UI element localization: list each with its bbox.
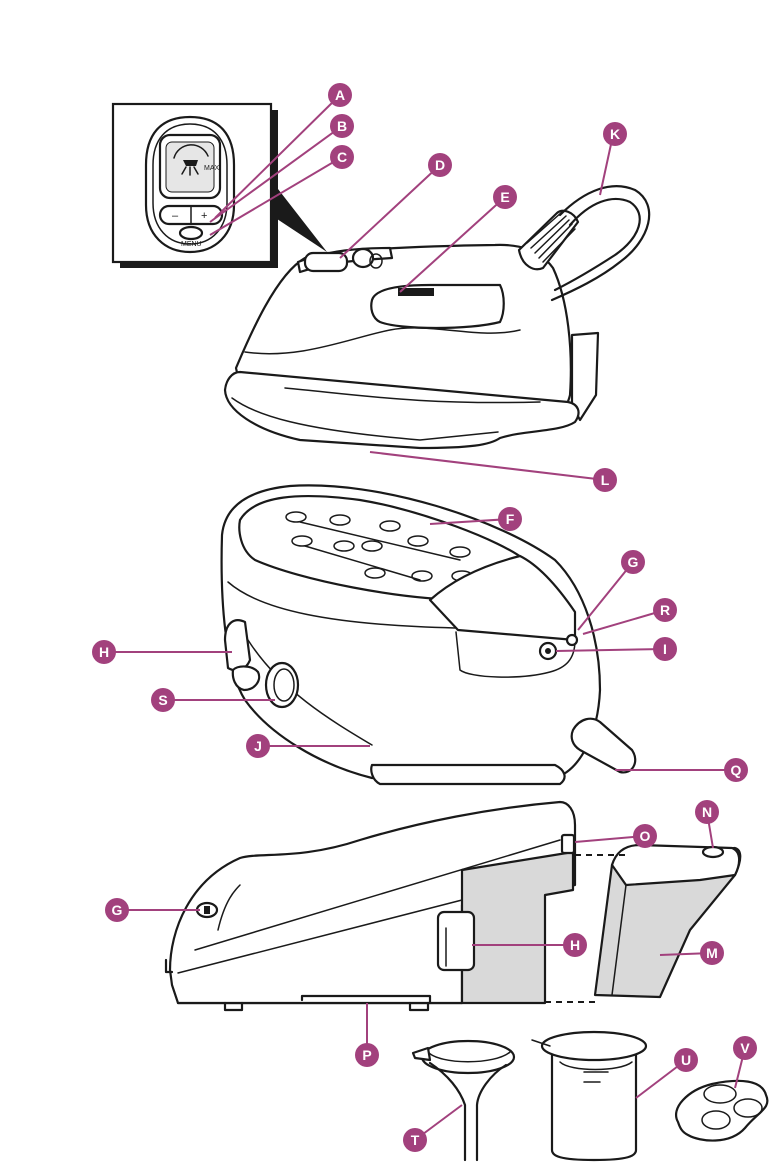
boiler-cap xyxy=(264,661,300,709)
steam-generator xyxy=(220,484,637,786)
callout-t: T xyxy=(403,1128,427,1152)
small-tray xyxy=(675,1079,769,1142)
svg-text:H: H xyxy=(99,644,109,660)
svg-text:M: M xyxy=(706,945,718,961)
svg-text:R: R xyxy=(660,602,670,618)
indicator-light xyxy=(565,633,579,647)
callout-n: N xyxy=(695,800,719,824)
svg-text:L: L xyxy=(601,472,610,488)
svg-text:G: G xyxy=(112,902,123,918)
inset-minus-label: – xyxy=(172,210,179,222)
svg-text:V: V xyxy=(740,1040,750,1056)
water-tank xyxy=(545,843,742,1003)
callout-e: E xyxy=(493,185,517,209)
callout-o: O xyxy=(633,824,657,848)
callout-c: C xyxy=(330,145,354,169)
callout-q: Q xyxy=(724,758,748,782)
callout-g-top: G xyxy=(621,550,645,574)
svg-text:E: E xyxy=(500,189,509,205)
tank-fill-hole xyxy=(701,845,725,859)
inset-plus-label: + xyxy=(201,210,207,222)
svg-text:A: A xyxy=(335,87,345,103)
svg-text:O: O xyxy=(640,828,651,844)
funnel xyxy=(411,1039,516,1162)
callout-h-top: H xyxy=(92,640,116,664)
tank-connector xyxy=(560,833,576,855)
callout-a: A xyxy=(328,83,352,107)
steam-trigger xyxy=(398,288,434,296)
max-label: MAX xyxy=(204,165,220,172)
svg-text:D: D xyxy=(435,157,445,173)
generator-side-view xyxy=(164,800,577,1012)
svg-text:N: N xyxy=(702,804,712,820)
svg-text:B: B xyxy=(337,118,347,134)
svg-text:J: J xyxy=(254,738,262,754)
callout-v: V xyxy=(733,1036,757,1060)
svg-text:Q: Q xyxy=(731,762,742,778)
zoom-pointer xyxy=(271,180,327,252)
measuring-jug xyxy=(531,1030,648,1162)
callout-h-bottom: H xyxy=(563,933,587,957)
tank-latch xyxy=(436,910,476,972)
svg-text:H: H xyxy=(570,937,580,953)
hose-outlet xyxy=(570,717,637,774)
inset-menu-label: MENU xyxy=(181,241,202,248)
cord-hook xyxy=(223,619,252,672)
callout-i: I xyxy=(653,637,677,661)
callout-b: B xyxy=(330,114,354,138)
callout-r: R xyxy=(653,598,677,622)
callout-l: L xyxy=(593,468,617,492)
inset-menu-button xyxy=(178,225,204,241)
callout-j: J xyxy=(246,734,270,758)
callout-p: P xyxy=(355,1043,379,1067)
iron-display xyxy=(303,251,349,273)
callout-badges: A B C D E K L F G R I H S J Q O N G H M … xyxy=(92,83,757,1152)
callout-f: F xyxy=(498,507,522,531)
svg-text:I: I xyxy=(663,641,667,657)
callout-d: D xyxy=(428,153,452,177)
callout-s: S xyxy=(151,688,175,712)
callout-m: M xyxy=(700,941,724,965)
callout-u: U xyxy=(674,1048,698,1072)
svg-text:S: S xyxy=(158,692,167,708)
steam-iron xyxy=(223,185,651,450)
svg-text:K: K xyxy=(610,126,620,142)
iron-dial xyxy=(351,247,375,269)
svg-text:G: G xyxy=(628,554,639,570)
cord-loop xyxy=(550,185,651,302)
callout-g-bottom: G xyxy=(105,898,129,922)
leader-lines xyxy=(104,94,746,1141)
control-panel-inset: MAX – + MENU xyxy=(111,102,278,268)
svg-text:T: T xyxy=(411,1132,420,1148)
callout-k: K xyxy=(603,122,627,146)
svg-text:P: P xyxy=(362,1047,371,1063)
svg-text:F: F xyxy=(506,511,515,527)
svg-text:C: C xyxy=(337,149,347,165)
svg-text:U: U xyxy=(681,1052,691,1068)
